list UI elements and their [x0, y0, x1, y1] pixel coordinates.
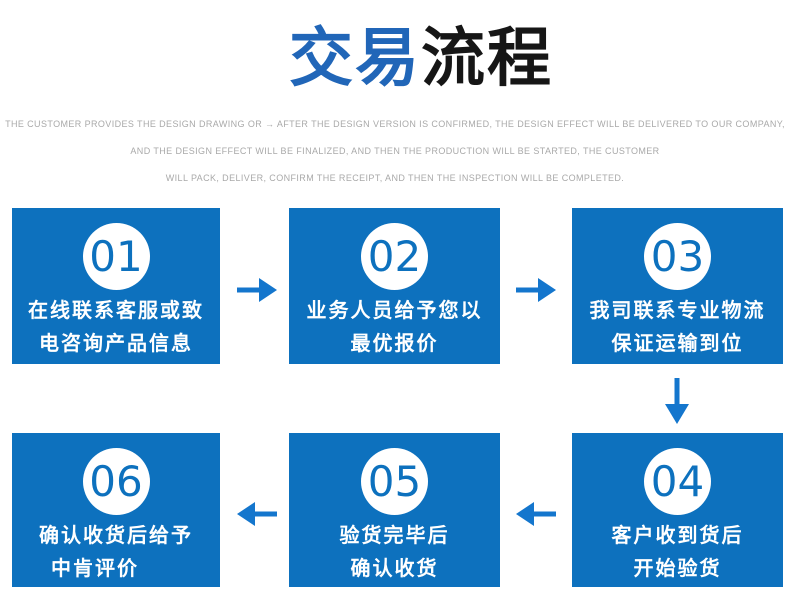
step-text-line: 开始验货	[633, 558, 722, 580]
arrow-left-icon	[237, 500, 277, 528]
step-box-01: 01 在线联系客服或致 电咨询产品信息	[12, 208, 220, 364]
step-number-badge: 04	[644, 448, 711, 515]
subtitle-line: THE CUSTOMER PROVIDES THE DESIGN DRAWING…	[5, 119, 785, 129]
step-box-06: 06 确认收货后给予 中肯评价	[12, 433, 220, 587]
step-box-05: 05 验货完毕后 确认收货	[289, 433, 500, 587]
step-text-line: 在线联系客服或致	[28, 300, 204, 322]
step-number: 06	[89, 456, 143, 506]
step-number-badge: 01	[82, 223, 150, 290]
step-text-line: 最优报价	[350, 333, 439, 355]
arrow-left-icon	[516, 500, 556, 528]
step-text-line: 电咨询产品信息	[39, 333, 193, 355]
step-text-line: 我司联系专业物流	[589, 300, 766, 322]
step-number-badge: 02	[361, 223, 428, 290]
page-title-highlight: 交易	[289, 22, 421, 94]
step-text-line: 验货完毕后	[339, 525, 450, 547]
step-number: 05	[367, 456, 422, 506]
step-box-03: 03 我司联系专业物流 保证运输到位	[572, 208, 783, 364]
step-box-02: 02 业务人员给予您以 最优报价	[289, 208, 500, 364]
arrow-right-icon	[516, 276, 556, 304]
step-text-line: 客户收到货后	[611, 525, 744, 547]
step-number: 02	[367, 231, 422, 281]
step-text-line: 业务人员给予您以	[306, 300, 483, 322]
step-number-badge: 05	[361, 448, 428, 515]
arrow-down-icon	[663, 378, 691, 424]
step-text-line: 确认收货	[350, 558, 439, 580]
step-number: 04	[650, 456, 705, 506]
subtitle-line: WILL PACK, DELIVER, CONFIRM THE RECEIPT,…	[165, 173, 625, 183]
step-number: 03	[650, 231, 705, 281]
arrow-right-icon	[237, 276, 277, 304]
step-number-badge: 03	[644, 223, 711, 290]
step-text-line: 确认收货后给予	[39, 525, 193, 547]
page-title: 交易流程	[26, 20, 790, 96]
subtitle-line: AND THE DESIGN EFFECT WILL BE FINALIZED,…	[130, 146, 660, 156]
step-number: 01	[89, 231, 143, 281]
page-title-rest: 流程	[421, 22, 553, 94]
step-text-line: 保证运输到位	[611, 333, 744, 355]
step-box-04: 04 客户收到货后 开始验货	[572, 433, 783, 587]
step-number-badge: 06	[82, 448, 150, 515]
step-text-line: 中肯评价	[51, 558, 139, 580]
subtitle-paragraph: THE CUSTOMER PROVIDES THE DESIGN DRAWING…	[0, 111, 790, 192]
